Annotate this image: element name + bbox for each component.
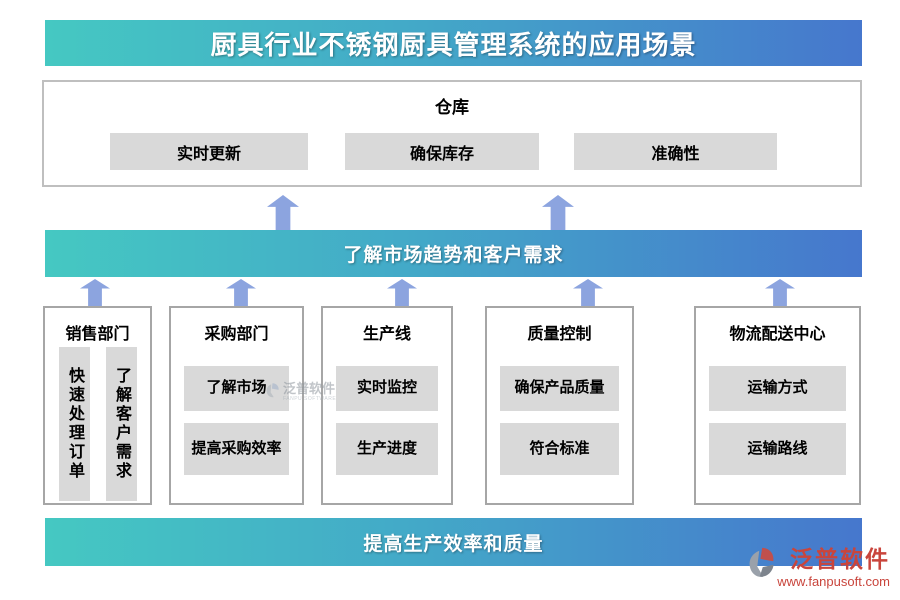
department-title: 销售部门 xyxy=(65,326,130,343)
market-banner-label: 了解市场趋势和客户需求 xyxy=(343,245,564,266)
arrow-up-icon xyxy=(267,195,299,230)
department-panel-purchasing: 采购部门 了解市场 提高采购效率 xyxy=(169,306,304,505)
brand-logo: 泛普软件 www.fanpusoft.com xyxy=(747,546,890,589)
page-title: 厨具行业不锈钢厨具管理系统的应用场景 xyxy=(210,29,697,60)
department-panel-sales: 销售部门 快速处理订单 了解客户需求 xyxy=(43,306,152,505)
department-item: 运输路线 xyxy=(709,423,846,475)
department-item: 快速处理订单 xyxy=(58,347,90,501)
department-title: 物流配送中心 xyxy=(729,326,826,343)
brand-text-block: 泛普软件 www.fanpusoft.com xyxy=(777,546,890,589)
arrow-up-icon xyxy=(226,279,256,307)
arrow-up-icon xyxy=(765,279,795,307)
department-panel-logistics: 物流配送中心 运输方式 运输路线 xyxy=(694,306,861,505)
brand-logo-icon xyxy=(749,547,774,577)
department-item: 符合标准 xyxy=(500,423,619,475)
department-title: 生产线 xyxy=(362,326,411,343)
department-item: 生产进度 xyxy=(336,423,438,475)
warehouse-title: 仓库 xyxy=(435,98,469,117)
bottom-banner: 提高生产效率和质量 xyxy=(45,518,862,566)
arrow-up-icon xyxy=(542,195,574,230)
watermark-text: 泛普软件 FANPU SOFTWARE xyxy=(283,381,337,403)
brand-url: www.fanpusoft.com xyxy=(777,573,890,589)
department-title: 采购部门 xyxy=(204,326,269,343)
department-item: 了解市场 xyxy=(184,366,289,411)
department-title: 质量控制 xyxy=(527,326,592,343)
watermark-logo-icon xyxy=(266,383,279,398)
watermark-brand: 泛普软件 xyxy=(283,381,336,396)
warehouse-panel: 仓库 实时更新 确保库存 准确性 xyxy=(42,80,862,187)
sales-items: 快速处理订单 了解客户需求 xyxy=(45,347,150,501)
warehouse-item: 实时更新 xyxy=(110,133,308,170)
department-panel-production: 生产线 实时监控 生产进度 xyxy=(321,306,453,505)
warehouse-item: 准确性 xyxy=(574,133,777,170)
department-item: 运输方式 xyxy=(709,366,846,411)
watermark: 泛普软件 FANPU SOFTWARE xyxy=(265,381,337,403)
warehouse-item: 确保库存 xyxy=(345,133,539,170)
arrow-up-icon xyxy=(387,279,417,307)
arrow-up-icon xyxy=(80,279,110,307)
department-panel-quality: 质量控制 确保产品质量 符合标准 xyxy=(485,306,634,505)
department-item: 提高采购效率 xyxy=(184,423,289,475)
watermark-sub: FANPU SOFTWARE xyxy=(283,396,337,403)
arrow-up-icon xyxy=(573,279,603,307)
department-item: 确保产品质量 xyxy=(500,366,619,411)
department-item: 实时监控 xyxy=(336,366,438,411)
market-banner: 了解市场趋势和客户需求 xyxy=(45,230,862,277)
bottom-banner-label: 提高生产效率和质量 xyxy=(363,533,544,555)
department-item: 了解客户需求 xyxy=(105,347,137,501)
brand-name: 泛普软件 xyxy=(790,546,890,572)
title-banner: 厨具行业不锈钢厨具管理系统的应用场景 xyxy=(45,20,862,66)
